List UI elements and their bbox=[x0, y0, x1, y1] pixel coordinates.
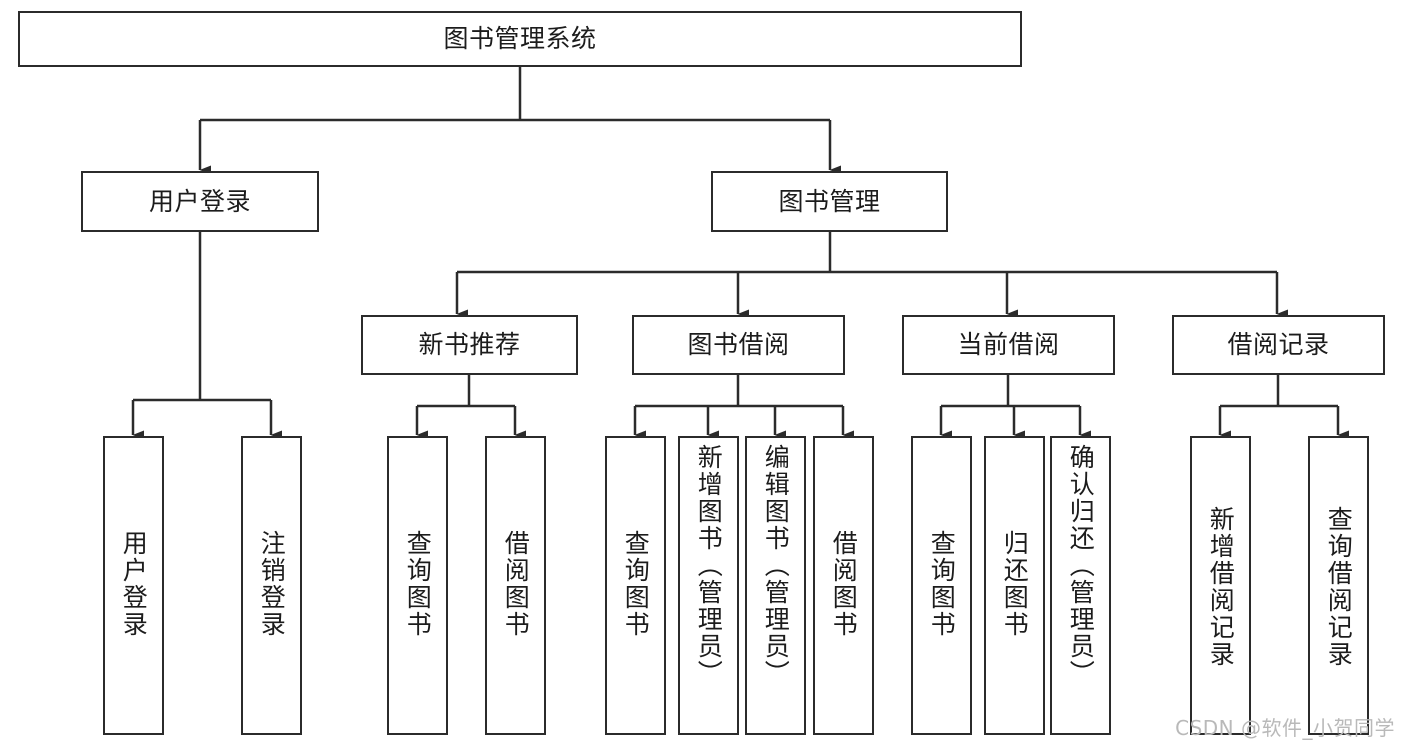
node-book-manage-label: 图书管理 bbox=[778, 186, 881, 216]
node-leaf-query-book-3[interactable]: 查询图书 bbox=[911, 436, 972, 735]
node-leaf-confirm-return[interactable]: 确认归还（管理员） bbox=[1050, 436, 1111, 735]
node-book-manage[interactable]: 图书管理 bbox=[711, 171, 948, 232]
node-leaf-add-book-label: 新增图书（管理员） bbox=[694, 444, 724, 687]
node-leaf-user-login-label: 用户登录 bbox=[119, 530, 149, 638]
node-leaf-return-book[interactable]: 归还图书 bbox=[984, 436, 1045, 735]
node-user-login-label: 用户登录 bbox=[148, 186, 251, 216]
node-leaf-borrow-book-1-label: 借阅图书 bbox=[501, 530, 531, 638]
node-root-label: 图书管理系统 bbox=[443, 24, 597, 53]
node-leaf-borrow-book-2-label: 借阅图书 bbox=[829, 530, 859, 638]
node-leaf-logout-label: 注销登录 bbox=[257, 530, 287, 638]
node-current-borrow-label: 当前借阅 bbox=[957, 330, 1060, 359]
node-leaf-query-book-1[interactable]: 查询图书 bbox=[387, 436, 448, 735]
node-leaf-add-record-label: 新增借阅记录 bbox=[1206, 506, 1236, 668]
node-leaf-query-book-1-label: 查询图书 bbox=[403, 530, 433, 638]
node-leaf-user-login[interactable]: 用户登录 bbox=[103, 436, 164, 735]
node-leaf-query-record-label: 查询借阅记录 bbox=[1324, 506, 1354, 668]
node-leaf-confirm-return-label: 确认归还（管理员） bbox=[1066, 444, 1096, 687]
node-current-borrow[interactable]: 当前借阅 bbox=[902, 315, 1115, 375]
node-book-borrow[interactable]: 图书借阅 bbox=[632, 315, 845, 375]
node-leaf-edit-book-label: 编辑图书（管理员） bbox=[761, 444, 791, 687]
node-user-login[interactable]: 用户登录 bbox=[81, 171, 319, 232]
node-new-book-recommend[interactable]: 新书推荐 bbox=[361, 315, 578, 375]
node-leaf-logout[interactable]: 注销登录 bbox=[241, 436, 302, 735]
node-leaf-query-record[interactable]: 查询借阅记录 bbox=[1308, 436, 1369, 735]
node-borrow-record[interactable]: 借阅记录 bbox=[1172, 315, 1385, 375]
node-leaf-return-book-label: 归还图书 bbox=[1000, 530, 1030, 638]
node-borrow-record-label: 借阅记录 bbox=[1227, 330, 1330, 359]
node-leaf-borrow-book-1[interactable]: 借阅图书 bbox=[485, 436, 546, 735]
node-leaf-borrow-book-2[interactable]: 借阅图书 bbox=[813, 436, 874, 735]
node-book-borrow-label: 图书借阅 bbox=[687, 330, 790, 359]
node-new-book-recommend-label: 新书推荐 bbox=[418, 330, 521, 359]
node-leaf-edit-book[interactable]: 编辑图书（管理员） bbox=[745, 436, 806, 735]
node-leaf-add-record[interactable]: 新增借阅记录 bbox=[1190, 436, 1251, 735]
watermark-label: CSDN @软件_小贺同学 bbox=[1175, 716, 1395, 740]
node-leaf-query-book-2-label: 查询图书 bbox=[621, 530, 651, 638]
node-leaf-add-book[interactable]: 新增图书（管理员） bbox=[678, 436, 739, 735]
node-root[interactable]: 图书管理系统 bbox=[18, 11, 1022, 67]
node-leaf-query-book-2[interactable]: 查询图书 bbox=[605, 436, 666, 735]
node-leaf-query-book-3-label: 查询图书 bbox=[927, 530, 957, 638]
